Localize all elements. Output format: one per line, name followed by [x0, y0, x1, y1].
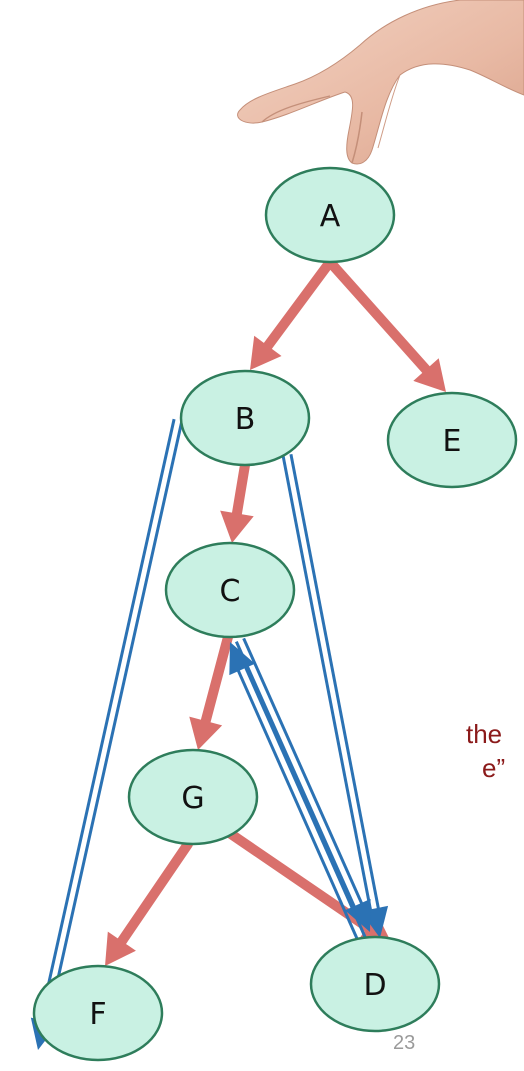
node-g: G	[127, 748, 259, 846]
back-edges	[30, 418, 389, 1050]
tree-edge-a-b-arrowhead	[250, 335, 282, 370]
back-edge-b-d-line-1	[289, 453, 382, 916]
node-b-label: B	[235, 402, 256, 437]
node-c-label: C	[220, 574, 241, 609]
tree-edge-b-c-arrowhead	[220, 510, 254, 543]
hand-holding-icon	[237, 0, 524, 165]
tree-edge-g-f	[111, 839, 193, 955]
tree-edge-g-d	[223, 827, 381, 938]
back-edge-c-d-down-line-2	[234, 641, 359, 915]
back-edge-b-f-line-1	[45, 420, 184, 1030]
node-f-label: F	[89, 997, 106, 1032]
tree-edge-a-b	[256, 257, 335, 359]
tree-edge-a-e-arrowhead	[413, 358, 446, 392]
node-a-label: A	[320, 199, 341, 234]
back-edge-c-d-down-line-1	[242, 637, 367, 911]
node-b: B	[179, 369, 311, 467]
back-edge-b-f-line-2	[37, 418, 176, 1028]
tree-edge-c-g	[198, 632, 233, 736]
page-number: 23	[393, 1032, 416, 1054]
node-d: D	[309, 935, 441, 1033]
node-f: F	[32, 964, 164, 1062]
back-edge-d-c-up-arrowhead	[229, 642, 255, 676]
back-edge-c-d-down-arrowhead	[345, 898, 371, 932]
node-e-label: E	[443, 424, 462, 459]
node-a: A	[264, 166, 396, 264]
tree-edge-g-f-arrowhead	[105, 931, 136, 966]
node-e: E	[386, 391, 518, 489]
tree-edge-c-g-arrowhead	[189, 716, 223, 750]
caption-line-2: e”	[482, 753, 506, 783]
tree-edge-a-e	[325, 257, 438, 383]
caption-line-1: the	[466, 719, 503, 749]
node-d-label: D	[363, 968, 386, 1003]
back-edge-b-d-line-2	[281, 455, 374, 918]
back-edge-d-c-up-line-1	[233, 663, 360, 943]
back-edge-d-c-up-line-2	[241, 659, 368, 939]
node-g-label: G	[181, 781, 204, 816]
node-c: C	[164, 541, 296, 639]
